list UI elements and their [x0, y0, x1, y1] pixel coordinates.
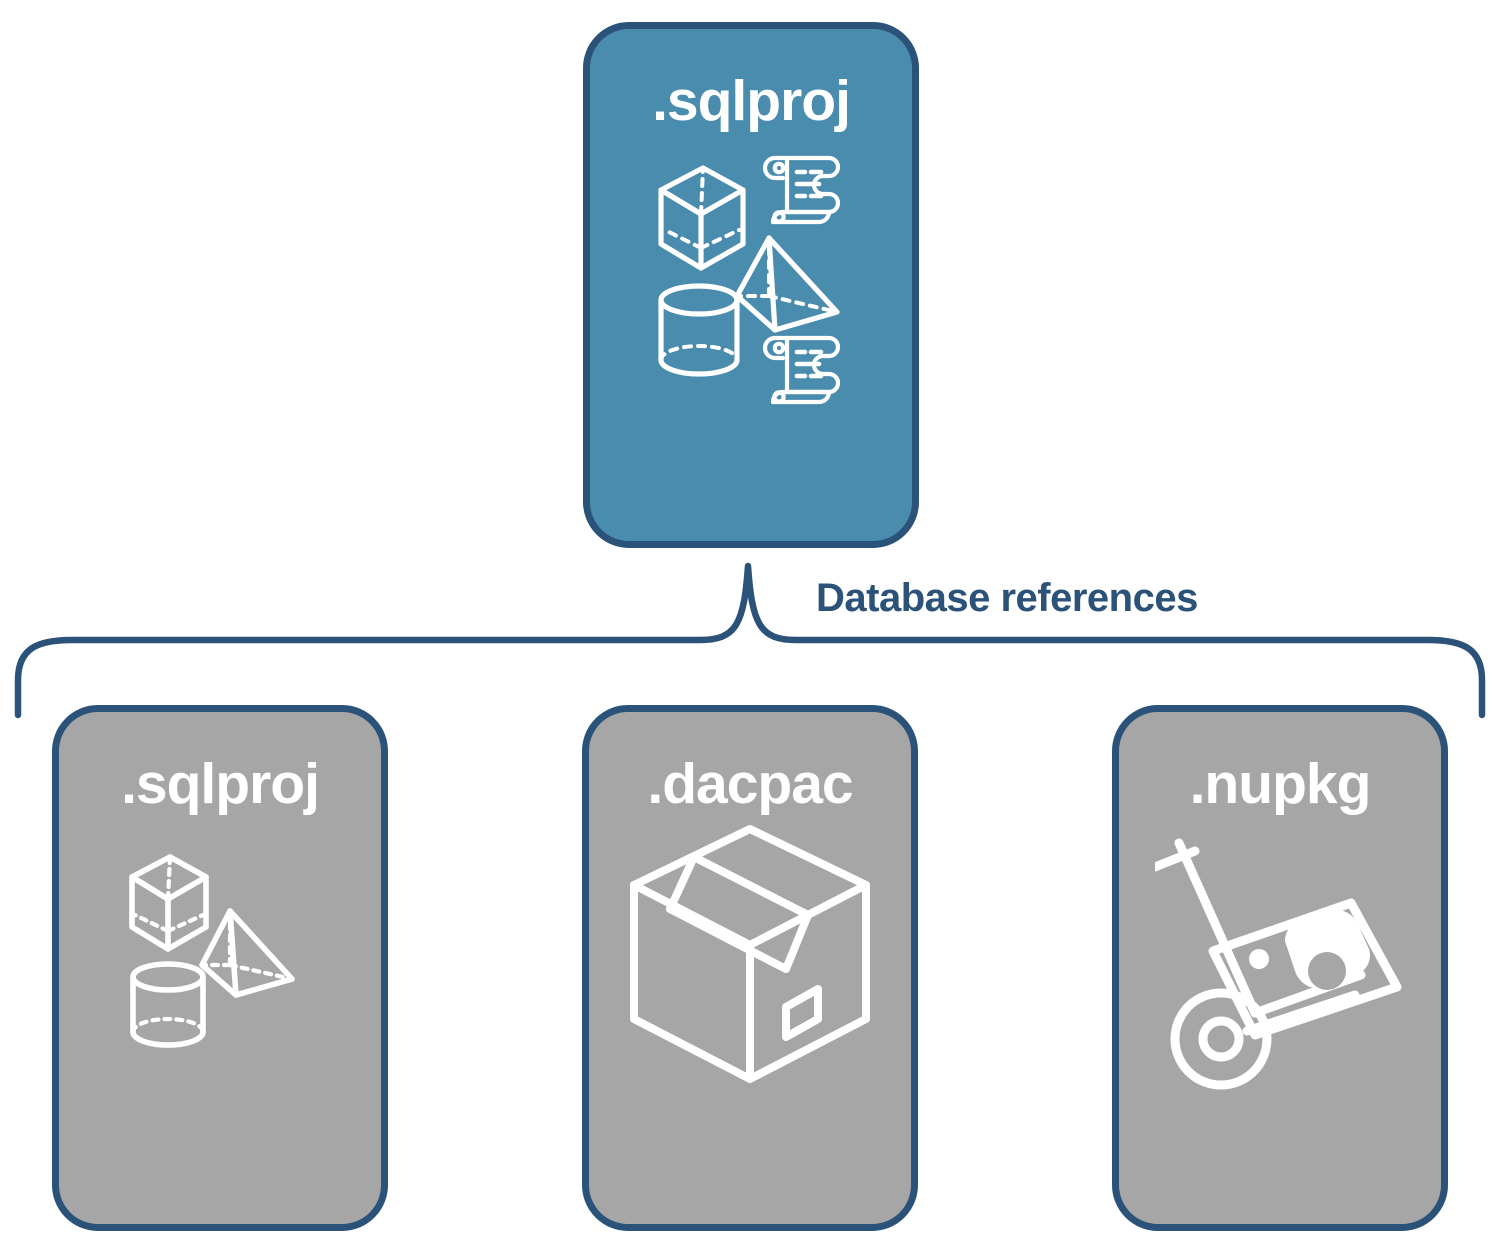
db-objects-illustration	[658, 155, 841, 405]
connector-label-database-references: Database references	[816, 576, 1198, 620]
pyramid-icon	[734, 235, 840, 333]
node-card-ref-nupkg[interactable]: .nupkg	[1112, 705, 1448, 1231]
carried-parcel-icon	[1208, 898, 1402, 1040]
cube-icon	[129, 854, 209, 952]
node-art-ref-dacpac	[589, 813, 911, 1224]
node-title-root-sqlproj: .sqlproj	[652, 69, 851, 133]
package-box-illustration	[630, 825, 870, 1083]
cube-icon	[658, 165, 746, 271]
cylinder-icon	[130, 961, 206, 1048]
node-art-ref-sqlproj	[59, 813, 381, 1224]
hand-truck-icon	[1155, 838, 1366, 1090]
node-card-root-sqlproj[interactable]: .sqlproj	[583, 22, 919, 548]
node-title-ref-sqlproj: .sqlproj	[121, 752, 320, 816]
package-box-icon	[630, 825, 870, 1083]
node-title-ref-dacpac: .dacpac	[647, 752, 853, 816]
brace-path	[14, 562, 1486, 719]
script-scroll-icon	[762, 155, 841, 225]
nuget-dots-icon	[1249, 909, 1371, 992]
node-card-ref-dacpac[interactable]: .dacpac	[582, 705, 918, 1231]
node-title-ref-nupkg: .nupkg	[1189, 752, 1372, 816]
script-scroll-icon	[762, 335, 841, 405]
node-art-ref-nupkg	[1119, 813, 1441, 1224]
node-card-ref-sqlproj[interactable]: .sqlproj	[52, 705, 388, 1231]
database-references-brace	[14, 562, 1486, 719]
node-art-root-sqlproj	[590, 130, 912, 541]
cylinder-icon	[658, 283, 740, 377]
hand-truck-illustration	[1155, 838, 1402, 1090]
db-objects-illustration	[129, 854, 295, 1048]
pyramid-icon	[199, 908, 295, 998]
